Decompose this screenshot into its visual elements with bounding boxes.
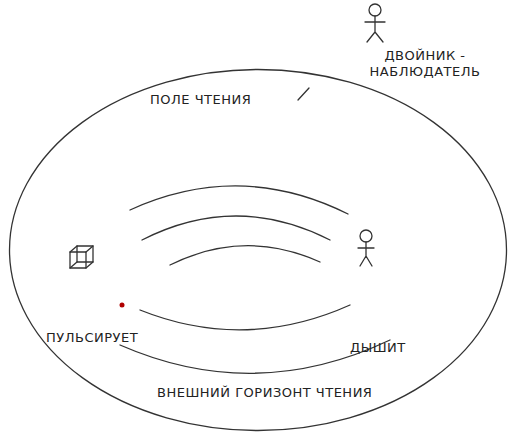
horizon-label: ВНЕШНИЙ ГОРИЗОНТ ЧТЕНИЯ (157, 385, 372, 401)
node-label: ПУЛЬСИРУЕТ (46, 330, 138, 346)
wave-arc (170, 246, 320, 265)
cube-icon (70, 246, 93, 268)
reading-field: ПОЛЕ ЧТЕНИЯ ВНЕШНИЙ ГОРИЗОНТ ЧТЕНИЯ ПУЛЬСИ… (8, 68, 508, 432)
pulse-node: ПУЛЬСИРУЕТ (36, 280, 128, 296)
field-ellipse (8, 68, 508, 432)
wave-arc (142, 216, 330, 240)
wave-arc (130, 186, 348, 214)
stick-figure (358, 230, 374, 266)
node-label: ДЫШИТ (350, 340, 406, 356)
red-dot (120, 303, 125, 308)
wave-arc (140, 305, 350, 330)
wave-arc (120, 340, 390, 373)
breath-node: ДЫШИТ (340, 270, 396, 286)
node-label: ДВОЙНИК - НАБЛЮДАТЕЛЬ (365, 48, 485, 81)
pen-stroke (298, 88, 309, 100)
field-title: ПОЛЕ ЧТЕНИЯ (150, 92, 251, 108)
observer-figure (365, 4, 385, 42)
field-outline (10, 70, 507, 431)
observer-node: ДВОЙНИК - НАБЛЮДАТЕЛЬ (365, 48, 485, 81)
